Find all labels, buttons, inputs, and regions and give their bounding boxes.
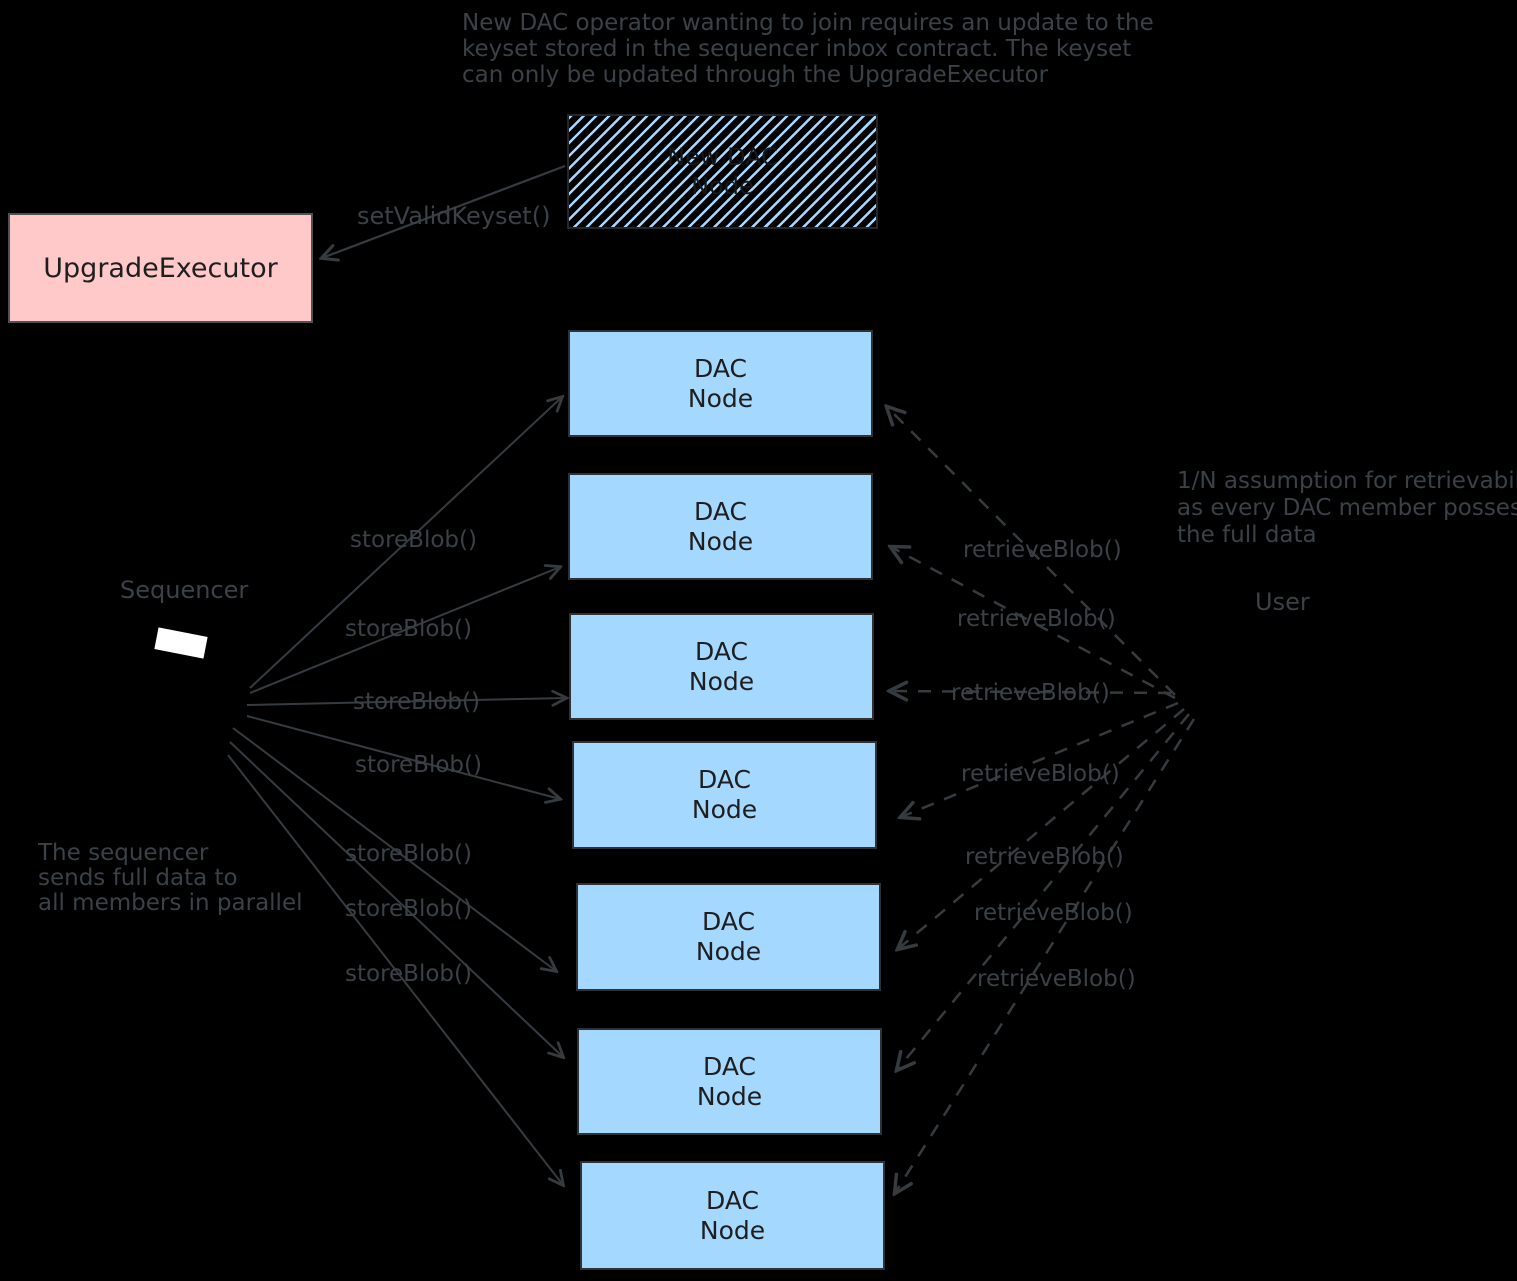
right-note-line: 1/N assumption for retrievability, <box>1177 468 1517 494</box>
retrieve-blob-label: retrieveBlob() <box>951 680 1110 706</box>
user-label: User <box>1255 588 1310 616</box>
dac-node-line2: Node <box>687 526 754 556</box>
dac-node-line2: Node <box>695 937 762 966</box>
dac-node-line1: DAC <box>694 496 747 526</box>
dac-node-line2: Node <box>696 1081 763 1111</box>
right-note-line: the full data <box>1177 522 1317 548</box>
retrieve-blob-label: retrieveBlob() <box>965 844 1124 870</box>
dac-node-box: DAC Node <box>580 1161 885 1270</box>
retrieve-arrow <box>897 713 1190 1070</box>
retrieve-blob-label: retrieveBlob() <box>974 900 1133 926</box>
store-arrow <box>246 698 566 705</box>
dac-node-line1: DAC <box>698 765 751 794</box>
dac-node-line1: DAC <box>695 636 748 666</box>
dac-node-box: DAC Node <box>577 1028 882 1135</box>
dac-node-line1: DAC <box>702 907 755 936</box>
left-note-line: sends full data to <box>38 865 238 891</box>
dac-node-box: DAC Node <box>568 473 873 580</box>
store-arrow <box>249 397 562 689</box>
retrieve-blob-label: retrieveBlob() <box>961 761 1120 787</box>
top-note: New DAC operator wanting to join require… <box>462 10 1154 88</box>
top-note-line: New DAC operator wanting to join require… <box>462 10 1154 36</box>
dac-node-box: DAC Node <box>576 883 881 991</box>
set-valid-keyset-arrow <box>322 164 566 258</box>
store-blob-label: storeBlob() <box>345 896 472 922</box>
retrieve-arrow <box>895 718 1196 1193</box>
dac-node-line2: Node <box>691 795 758 824</box>
dac-node-line2: Node <box>687 383 754 413</box>
dac-node-line2: Node <box>688 666 755 696</box>
new-dac-node-line1: New DAC <box>667 142 778 171</box>
store-arrow <box>229 741 563 1057</box>
store-arrow <box>249 567 560 694</box>
sequencer-label: Sequencer <box>120 576 249 604</box>
left-note-line: The sequencer <box>38 840 209 866</box>
left-note: The sequencer sends full data to all mem… <box>38 841 303 916</box>
dac-node-line1: DAC <box>694 353 747 383</box>
retrieve-blob-label: retrieveBlob() <box>977 966 1136 992</box>
dac-node-box: DAC Node <box>572 741 877 849</box>
retrieve-blob-label: retrieveBlob() <box>963 537 1122 563</box>
store-blob-label: storeBlob() <box>345 961 472 987</box>
store-blob-label: storeBlob() <box>353 689 480 715</box>
set-valid-keyset-label: setValidKeyset() <box>357 202 551 230</box>
top-note-line: can only be updated through the UpgradeE… <box>462 62 1049 88</box>
store-blob-label: storeBlob() <box>355 752 482 778</box>
upgrade-executor-label: UpgradeExecutor <box>43 252 278 284</box>
store-blob-label: storeBlob() <box>345 616 472 642</box>
store-blob-label: storeBlob() <box>350 527 477 553</box>
retrieve-arrow <box>891 547 1176 700</box>
right-note-line: as every DAC member possesses <box>1177 495 1517 521</box>
dac-node-box: DAC Node <box>569 613 874 720</box>
new-dac-node-line2: Node <box>691 171 754 200</box>
store-arrow <box>232 727 556 971</box>
top-note-line: keyset stored in the sequencer inbox con… <box>462 36 1132 62</box>
store-blob-label: storeBlob() <box>345 841 472 867</box>
dac-node-line1: DAC <box>706 1185 759 1215</box>
retrieve-blob-label: retrieveBlob() <box>957 606 1116 632</box>
store-arrow <box>227 754 563 1185</box>
upgrade-executor-box: UpgradeExecutor <box>8 213 313 323</box>
retrieve-arrow <box>901 701 1179 817</box>
left-note-line: all members in parallel <box>38 890 303 916</box>
store-arrow <box>246 715 560 799</box>
dac-node-line2: Node <box>699 1215 766 1245</box>
dac-node-line1: DAC <box>703 1051 756 1081</box>
right-note: 1/N assumption for retrievability, as ev… <box>1177 468 1517 549</box>
retrieve-arrow <box>887 407 1176 696</box>
new-dac-node-box: New DAC Node <box>567 114 878 229</box>
dac-node-box: DAC Node <box>568 330 873 437</box>
